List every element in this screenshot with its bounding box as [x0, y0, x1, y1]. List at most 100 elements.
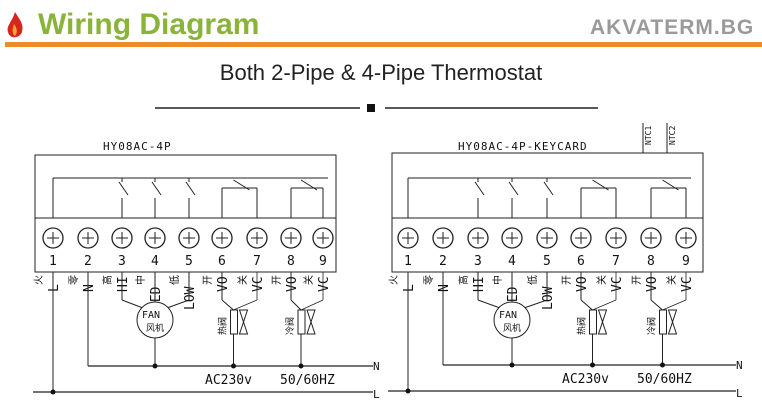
terminal-number: 3	[474, 254, 482, 269]
relay-switch	[508, 181, 519, 196]
relay-switch	[185, 181, 196, 196]
terminal-number: 5	[185, 254, 193, 269]
valve-icon	[597, 309, 608, 335]
terminal-label-en: N	[82, 284, 97, 292]
terminal-number: 7	[253, 254, 261, 269]
terminal-number: 2	[439, 254, 447, 269]
wire	[662, 299, 687, 311]
terminal-number: 8	[287, 254, 295, 269]
terminal-label-cn: 零	[423, 275, 435, 285]
terminal-label-cn: 开	[562, 275, 573, 285]
sensor-label: NTC2	[668, 126, 677, 145]
thermostat-box	[34, 154, 337, 273]
terminal-label-cn: 关	[302, 275, 315, 285]
relay-switch	[543, 181, 554, 196]
relay-switch	[474, 181, 485, 196]
terminal-label-cn: 中	[491, 275, 504, 285]
terminal-label-cn: 关	[236, 275, 249, 285]
wire	[233, 299, 258, 311]
relay-switch	[300, 179, 318, 191]
terminal-number: 2	[84, 254, 92, 269]
junction-dot	[660, 362, 665, 368]
wire	[580, 299, 593, 311]
terminal-label-cn: 中	[134, 275, 147, 285]
section-title: Wiring Diagram	[38, 8, 260, 41]
wire	[477, 299, 501, 309]
terminal-label-cn: 开	[272, 275, 283, 285]
wire	[523, 299, 548, 309]
terminal-label-en: VC	[610, 276, 625, 292]
valve-icon	[306, 309, 316, 335]
junction-dot	[50, 389, 56, 395]
junction-dot	[152, 363, 158, 369]
junction-dot	[231, 363, 236, 369]
neutral-label: N	[736, 359, 743, 372]
title-underline	[5, 42, 762, 47]
supply-frequency: 50/60HZ	[280, 373, 335, 388]
valve-coil-icon	[589, 309, 597, 335]
terminal-label-en: LOW	[541, 286, 556, 310]
terminal-label-cn: 关	[665, 275, 678, 285]
wire	[300, 299, 324, 311]
terminal-label-en: L	[402, 284, 417, 292]
panel-model-label: HY08AC-4P	[103, 140, 172, 153]
wire	[121, 299, 144, 309]
valve-coil-icon	[230, 309, 238, 335]
flame-logo-icon	[7, 12, 23, 38]
terminal-label-en: L	[47, 284, 62, 292]
terminal-number: 9	[319, 254, 327, 269]
terminal-number: 8	[647, 254, 655, 269]
subtitle: Both 2-Pipe & 4-Pipe Thermostat	[219, 60, 543, 85]
terminal-label-en: VO	[575, 276, 590, 292]
fan-label: FAN	[499, 310, 517, 321]
terminal-label-en: VO	[285, 276, 300, 292]
wire	[650, 299, 663, 311]
terminal-label-cn: 火	[388, 275, 400, 285]
terminal-number: 1	[49, 254, 57, 269]
terminal-number: 5	[543, 254, 551, 269]
supply-frequency: 50/60HZ	[637, 372, 692, 387]
terminal-label-cn: 低	[168, 275, 181, 285]
live-label: L	[736, 387, 743, 400]
terminal-label-en: VC	[317, 276, 332, 292]
junction-dot	[590, 362, 595, 368]
wire	[290, 299, 302, 311]
relay-switch	[233, 179, 250, 191]
terminal-label-cn: 低	[526, 275, 539, 285]
relay-switch	[118, 181, 129, 196]
terminal-label-cn: 火	[33, 275, 45, 285]
valve-coil-icon	[297, 309, 306, 335]
live-label: L	[373, 388, 380, 401]
neutral-label: N	[373, 360, 380, 373]
terminal-label-cn: 关	[595, 275, 608, 285]
terminal-label-cn: 开	[203, 275, 214, 285]
valve-label: 热阀	[217, 317, 229, 335]
terminal-number: 6	[577, 254, 585, 269]
valve-label: 冷阀	[284, 317, 296, 335]
terminal-label-en: VC	[251, 276, 266, 292]
valve-icon	[667, 309, 678, 335]
fan-label-cn: 风机	[503, 322, 521, 334]
valve-icon	[238, 309, 249, 335]
relay-switch	[151, 181, 162, 196]
terminal-number: 4	[508, 254, 516, 269]
junction-dot	[509, 362, 515, 368]
terminal-label-cn: 零	[68, 275, 80, 285]
terminal-label-en: VC	[680, 276, 695, 292]
wire	[166, 299, 190, 309]
watermark: AKVATERM.BG	[590, 16, 755, 39]
terminal-number: 3	[118, 254, 126, 269]
terminal-label-en: VO	[216, 276, 231, 292]
terminal-number: 6	[218, 254, 226, 269]
terminal-label-en: LOW	[183, 286, 198, 310]
valve-label: 冷阀	[646, 317, 658, 335]
terminal-number: 1	[404, 254, 412, 269]
supply-voltage: AC230v	[562, 372, 609, 387]
divider-square	[367, 104, 375, 112]
terminal-number: 7	[612, 254, 620, 269]
terminal-label-cn: 高	[457, 275, 470, 285]
wire	[221, 299, 234, 311]
sensor-label: NTC1	[644, 126, 653, 145]
wire	[592, 299, 617, 311]
